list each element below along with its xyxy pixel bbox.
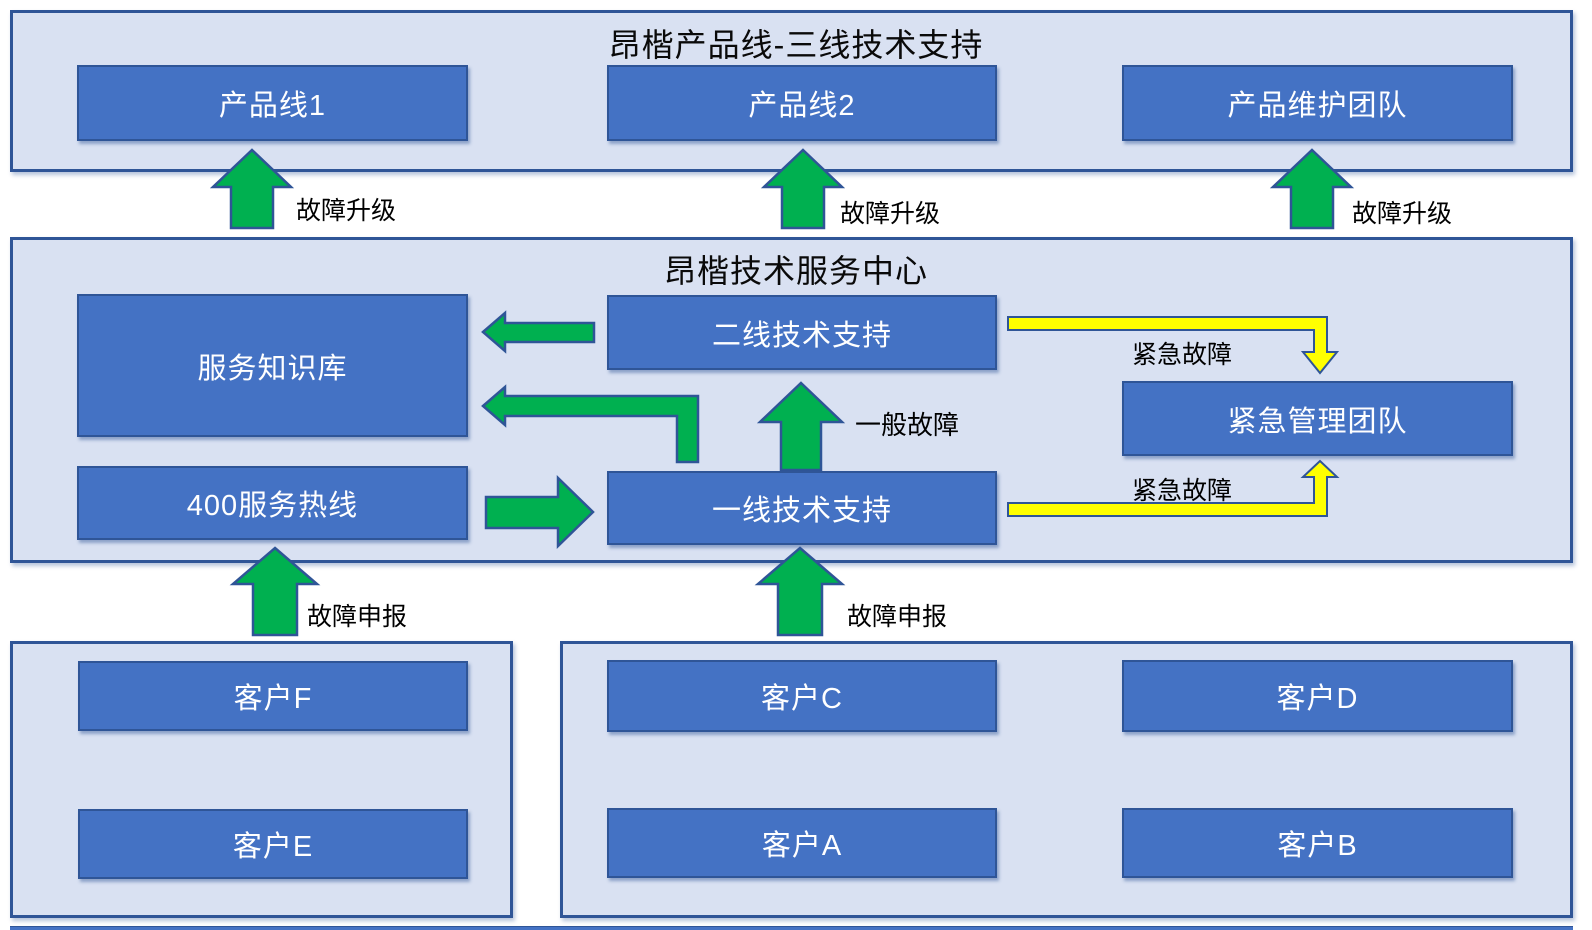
arrow-fault-escalation-2-icon <box>760 148 846 230</box>
arrow-hotline-to-first-line-icon <box>484 475 595 549</box>
arrow-fault-escalation-3-icon <box>1269 148 1355 230</box>
label-urgent-fault-bottom: 紧急故障 <box>1132 477 1233 505</box>
label-fault-report-1: 故障申报 <box>307 603 408 631</box>
node-customer-a: 客户A <box>607 808 997 878</box>
arrow-fault-escalation-1-icon <box>209 148 295 230</box>
label-fault-escalation-3: 故障升级 <box>1352 200 1453 228</box>
node-first-line-support: 一线技术支持 <box>607 471 997 545</box>
label-fault-escalation-1: 故障升级 <box>296 197 397 225</box>
arrow-general-fault-up-icon <box>756 381 846 472</box>
node-second-line-support: 二线技术支持 <box>607 295 997 370</box>
arrow-first-line-to-knowledge-icon <box>481 384 700 464</box>
bottom-edge-line <box>10 926 1573 930</box>
node-customer-b: 客户B <box>1122 808 1513 878</box>
node-customer-f: 客户F <box>78 661 468 731</box>
node-customer-e: 客户E <box>78 809 468 879</box>
arrow-urgent-first-line-icon <box>1007 459 1340 517</box>
arrow-second-line-to-knowledge-icon <box>481 310 596 354</box>
arrow-fault-report-2-icon <box>754 546 846 637</box>
node-service-knowledge-base: 服务知识库 <box>77 294 468 437</box>
label-fault-escalation-2: 故障升级 <box>840 200 941 228</box>
title-service-center: 昂楷技术服务中心 <box>663 253 928 289</box>
node-product-line-2: 产品线2 <box>607 65 997 141</box>
title-product-lines: 昂楷产品线-三线技术支持 <box>608 27 984 63</box>
node-customer-d: 客户D <box>1122 660 1513 732</box>
node-product-maintenance-team: 产品维护团队 <box>1122 65 1513 141</box>
node-emergency-management-team: 紧急管理团队 <box>1122 381 1513 456</box>
label-general-fault: 一般故障 <box>855 410 960 440</box>
node-400-hotline: 400服务热线 <box>77 466 468 540</box>
node-product-line-1: 产品线1 <box>77 65 468 141</box>
node-customer-c: 客户C <box>607 660 997 732</box>
label-fault-report-2: 故障申报 <box>847 603 948 631</box>
label-urgent-fault-top: 紧急故障 <box>1132 341 1233 369</box>
arrow-urgent-second-line-icon <box>1007 316 1340 375</box>
arrow-fault-report-1-icon <box>229 546 321 637</box>
